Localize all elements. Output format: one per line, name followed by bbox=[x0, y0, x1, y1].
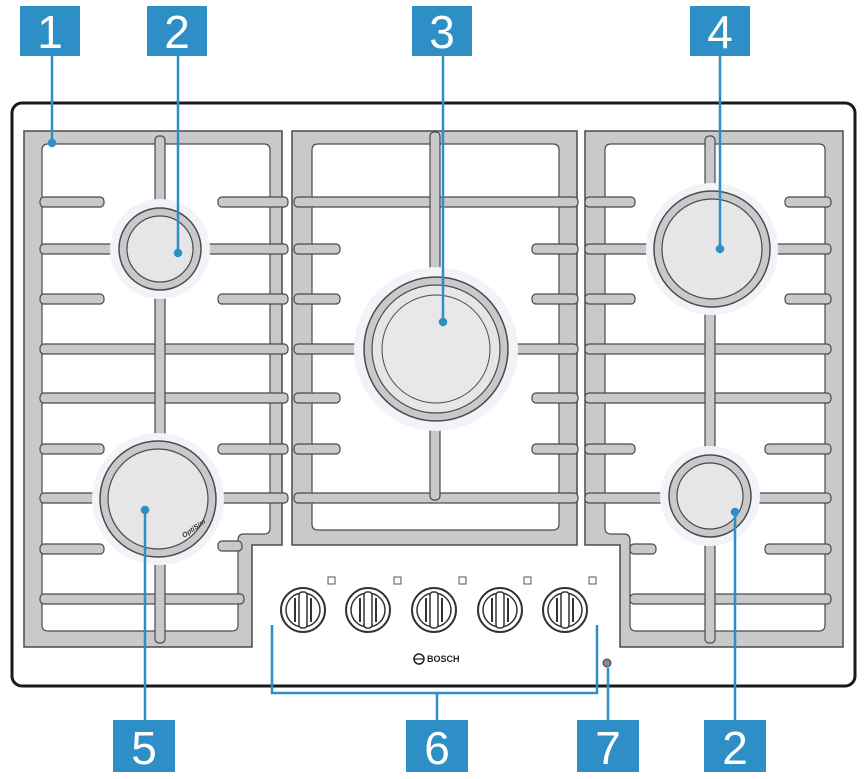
callout-5: 5 bbox=[113, 720, 175, 774]
svg-text:2: 2 bbox=[164, 6, 190, 58]
knob-5[interactable] bbox=[542, 587, 588, 633]
knob-4[interactable] bbox=[477, 587, 523, 633]
svg-text:3: 3 bbox=[429, 6, 455, 58]
indicator-light bbox=[602, 658, 612, 668]
svg-text:7: 7 bbox=[595, 722, 621, 774]
callout-2-bottom: 2 bbox=[704, 720, 766, 774]
control-knobs bbox=[280, 576, 597, 633]
callout-2-top: 2 bbox=[147, 6, 207, 58]
leader-lines bbox=[47, 56, 740, 720]
knob-2[interactable] bbox=[345, 587, 391, 633]
burner-bottom-left: OptiSim bbox=[92, 433, 224, 565]
burners: OptiSim bbox=[92, 183, 778, 565]
knob-3[interactable] bbox=[411, 587, 457, 633]
burner-top-left bbox=[110, 199, 210, 299]
svg-text:6: 6 bbox=[424, 722, 450, 774]
callout-1: 1 bbox=[20, 6, 80, 58]
brand-name: BOSCH bbox=[427, 654, 460, 664]
brand-logo: BOSCH bbox=[413, 653, 460, 665]
burner-center bbox=[354, 267, 518, 431]
svg-text:2: 2 bbox=[722, 722, 748, 774]
svg-text:4: 4 bbox=[707, 6, 733, 58]
callout-6: 6 bbox=[406, 720, 468, 774]
callout-4: 4 bbox=[690, 6, 750, 58]
knob-1[interactable] bbox=[280, 587, 326, 633]
svg-text:5: 5 bbox=[131, 722, 157, 774]
callout-3: 3 bbox=[412, 6, 472, 58]
burner-top-right bbox=[646, 183, 778, 315]
callouts: 1 2 3 4 5 6 7 2 bbox=[20, 6, 766, 774]
callout-7: 7 bbox=[577, 720, 639, 774]
svg-text:1: 1 bbox=[37, 6, 63, 58]
burner-bottom-right bbox=[660, 446, 760, 546]
